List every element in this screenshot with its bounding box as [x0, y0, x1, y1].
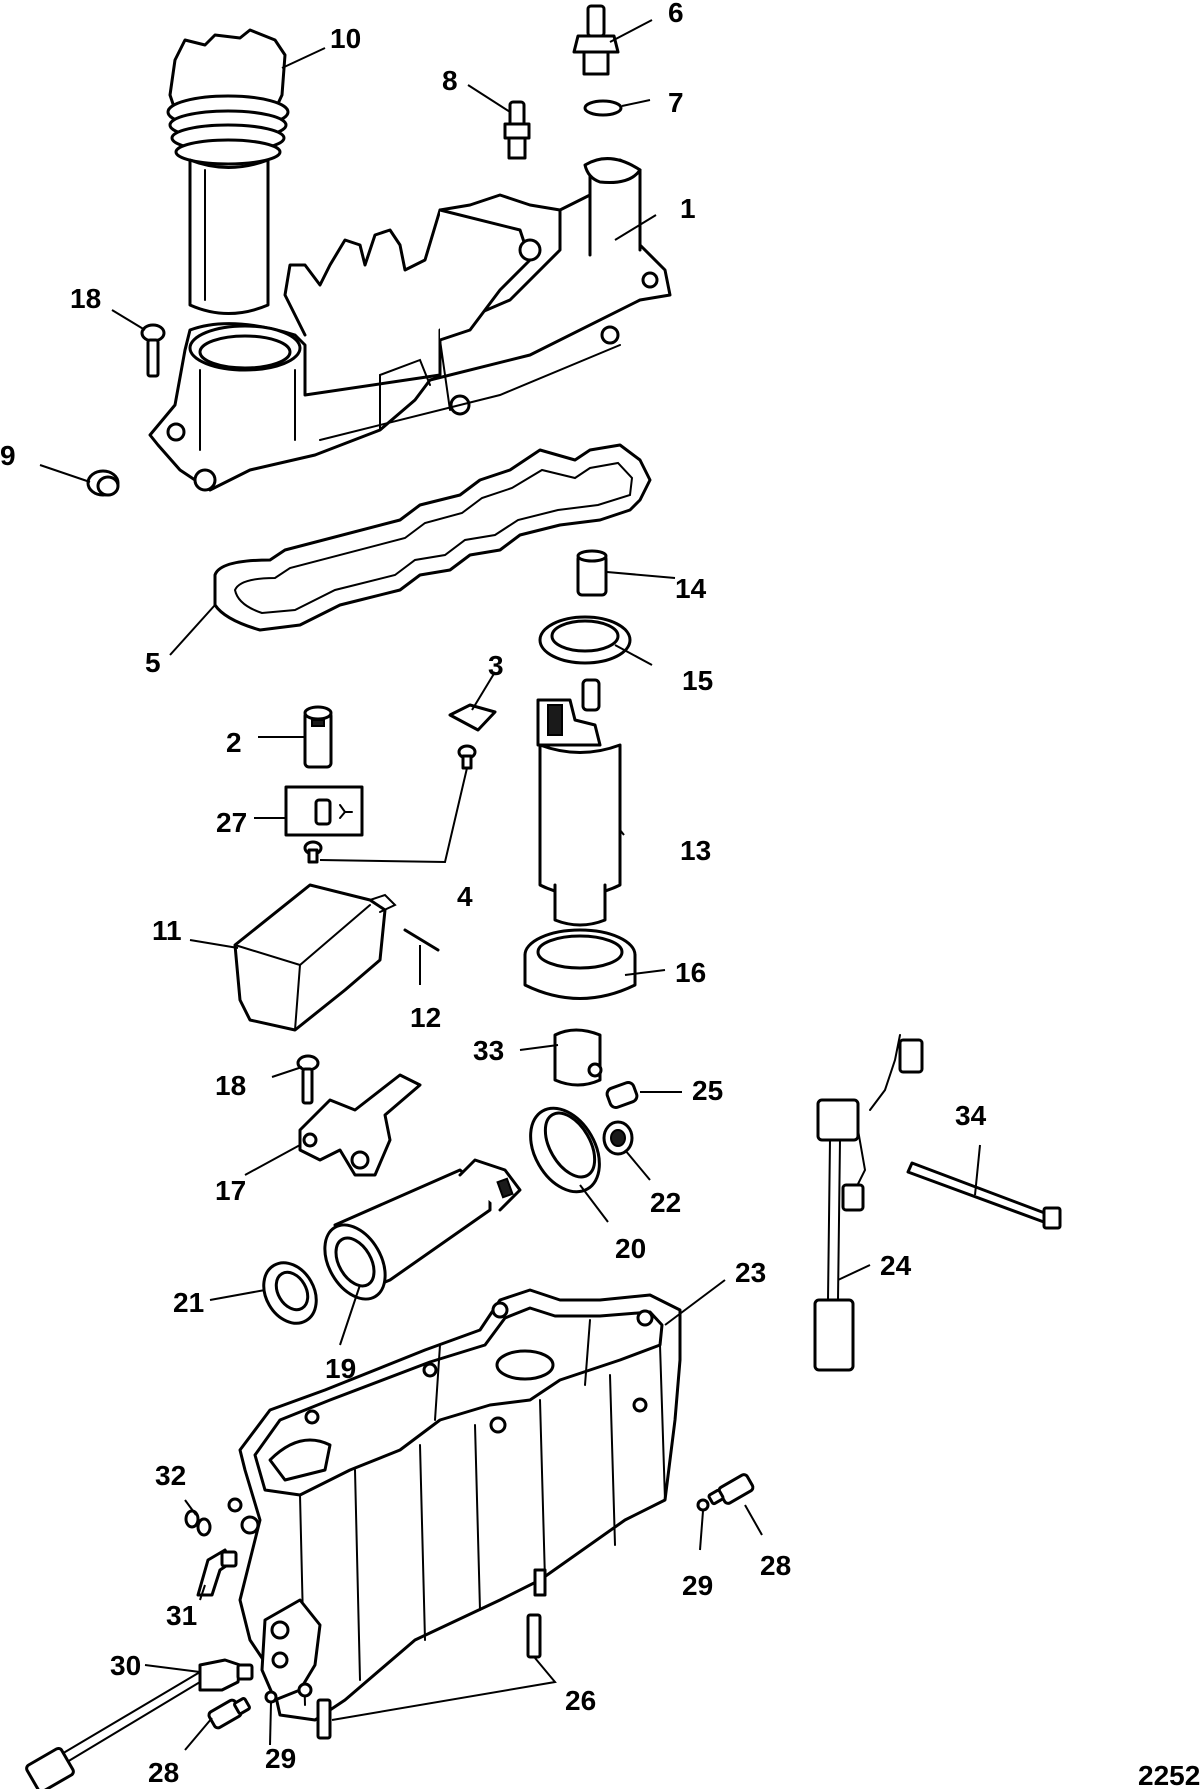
part-28-fitting-right	[707, 1473, 755, 1506]
part-3-bracket	[448, 703, 497, 732]
callout-9: 9	[0, 440, 16, 471]
part-33-adapter	[553, 1028, 603, 1087]
part-4-screws	[303, 744, 477, 864]
part-1-fuel-cover	[148, 157, 672, 492]
callout-18-top: 18	[70, 283, 101, 314]
callout-31: 31	[166, 1600, 197, 1631]
callout-15: 15	[682, 665, 713, 696]
callout-10: 10	[330, 23, 361, 54]
part-5-gasket	[213, 443, 652, 632]
part-29-seal-left	[264, 1690, 278, 1704]
part-8-fitting	[503, 100, 531, 160]
callout-18-middle: 18	[215, 1070, 246, 1101]
part-6-fitting	[572, 4, 620, 76]
callout-1: 1	[680, 193, 696, 224]
part-2-connector	[303, 705, 333, 769]
callout-12: 12	[410, 1002, 441, 1033]
callout-16: 16	[675, 957, 706, 988]
callout-3: 3	[488, 650, 504, 681]
callout-4: 4	[457, 881, 473, 912]
callout-8: 8	[442, 65, 458, 96]
callout-20: 20	[615, 1233, 646, 1264]
part-7-o-ring	[583, 99, 623, 117]
callout-14: 14	[675, 573, 707, 604]
callout-27: 27	[216, 807, 247, 838]
callout-5: 5	[145, 647, 161, 678]
callout-6: 6	[668, 0, 684, 28]
part-13-fuel-pump	[536, 678, 622, 927]
figure-number: 2252	[1138, 1760, 1200, 1789]
part-24-wiring-harness	[813, 1034, 924, 1372]
part-16-ring	[523, 928, 637, 1000]
part-34-cable-tie	[906, 1161, 1062, 1230]
callout-28-left: 28	[148, 1757, 179, 1788]
part-22-fitting	[602, 1120, 634, 1156]
part-26-studs	[316, 1613, 542, 1740]
callout-32: 32	[155, 1460, 186, 1491]
callout-24: 24	[880, 1250, 912, 1281]
callout-13: 13	[680, 835, 711, 866]
callout-33: 33	[473, 1035, 504, 1066]
callout-7: 7	[668, 87, 684, 118]
part-20-ring	[529, 1106, 601, 1194]
part-9-grommet	[86, 469, 120, 497]
callout-29-right: 29	[682, 1570, 713, 1601]
callout-25: 25	[692, 1075, 723, 1106]
part-18-screw-middle	[296, 1054, 320, 1105]
callout-22: 22	[650, 1187, 681, 1218]
callout-23: 23	[735, 1257, 766, 1288]
part-32-clips	[184, 1509, 212, 1537]
part-18-screw-top	[140, 323, 166, 378]
callout-2: 2	[226, 727, 242, 758]
part-30-sensor	[25, 1658, 254, 1789]
part-23-reservoir	[227, 1288, 682, 1722]
part-10-filter-cap	[166, 28, 290, 315]
callout-26: 26	[565, 1685, 596, 1716]
part-29-seal-right	[696, 1498, 710, 1512]
part-28-fitting-left	[207, 1697, 251, 1730]
leader-lines	[39, 19, 981, 1751]
part-27-inset	[284, 785, 364, 837]
part-21-ring	[262, 1261, 318, 1325]
callout-34: 34	[955, 1100, 987, 1131]
callout-29-left: 29	[265, 1743, 296, 1774]
part-14-sleeve	[576, 549, 608, 597]
callout-17: 17	[215, 1175, 246, 1206]
part-25-plug	[605, 1081, 639, 1109]
part-11-filter-module	[233, 883, 397, 1032]
part-12-pin	[403, 928, 440, 952]
callout-28-right: 28	[760, 1550, 791, 1581]
callout-11: 11	[152, 915, 182, 946]
part-15-grommet	[538, 615, 632, 665]
part-31-elbow	[196, 1548, 238, 1597]
part-19-fuel-pump	[323, 1158, 522, 1301]
callout-30: 30	[110, 1650, 141, 1681]
callout-21: 21	[173, 1287, 204, 1318]
callout-19: 19	[325, 1353, 356, 1384]
part-17-bracket	[298, 1073, 422, 1177]
